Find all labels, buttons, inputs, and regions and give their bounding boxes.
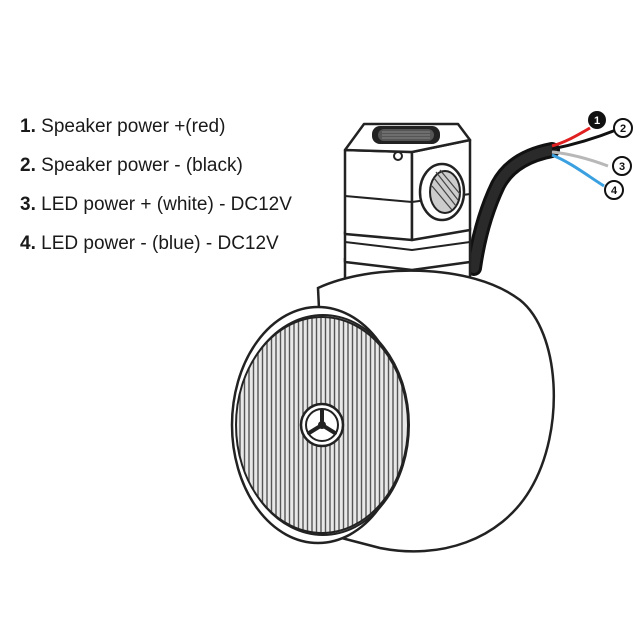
wire-marker-4: 4 xyxy=(604,180,624,200)
wire-marker-3: 3 xyxy=(612,156,632,176)
svg-text:1: 1 xyxy=(594,115,600,127)
wire-marker-1: 1 xyxy=(588,111,606,129)
legend-item-4: 4. LED power - (blue) - DC12V xyxy=(20,233,279,254)
wire-black xyxy=(551,128,617,151)
svg-text:3: 3 xyxy=(619,161,625,173)
wire-blue xyxy=(551,153,605,188)
legend-item-2: 2. Speaker power - (black) xyxy=(20,155,243,176)
svg-text:2: 2 xyxy=(620,123,626,135)
speaker-cable xyxy=(466,142,560,276)
legend-item-1: 1. Speaker power +(red) xyxy=(20,116,226,137)
wire-white xyxy=(551,150,609,168)
wire-marker-2: 2 xyxy=(613,118,633,138)
wire-red xyxy=(551,126,591,148)
wire-legend: 1. Speaker power +(red) 2. Speaker power… xyxy=(20,112,340,268)
grille-rim xyxy=(235,316,409,534)
clamp-knob xyxy=(418,162,466,222)
wire-leads xyxy=(551,126,617,188)
legend-item-3: 3. LED power + (white) - DC12V xyxy=(20,194,292,215)
clamp-top-slot xyxy=(372,126,440,161)
svg-text:4: 4 xyxy=(611,185,618,197)
grille-emblem xyxy=(299,402,345,448)
